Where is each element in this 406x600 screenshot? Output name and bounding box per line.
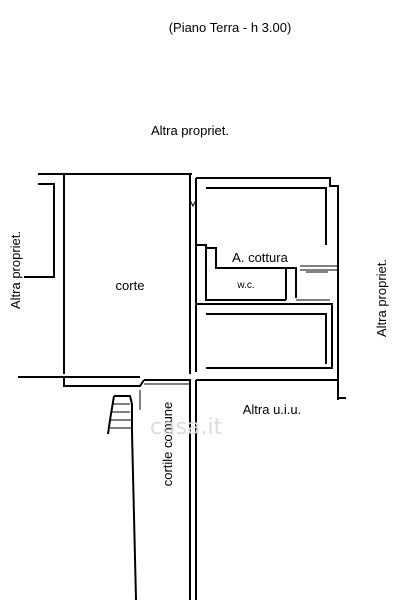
label-kitchen: A. cottura [232,250,288,265]
door-symbol [189,199,197,208]
walls [18,173,346,600]
label-altra-uiu: Altra u.i.u. [243,402,302,417]
label-right: Altra propriet. [374,259,389,337]
watermark: casa.it [150,415,223,440]
label-corte: corte [116,278,145,293]
label-cortile: cortile comune [160,402,175,487]
plan-title: (Piano Terra - h 3.00) [169,20,292,35]
label-wc: w.c. [236,280,254,291]
label-top: Altra propriet. [151,123,229,138]
label-left: Altra propriet. [8,231,23,309]
